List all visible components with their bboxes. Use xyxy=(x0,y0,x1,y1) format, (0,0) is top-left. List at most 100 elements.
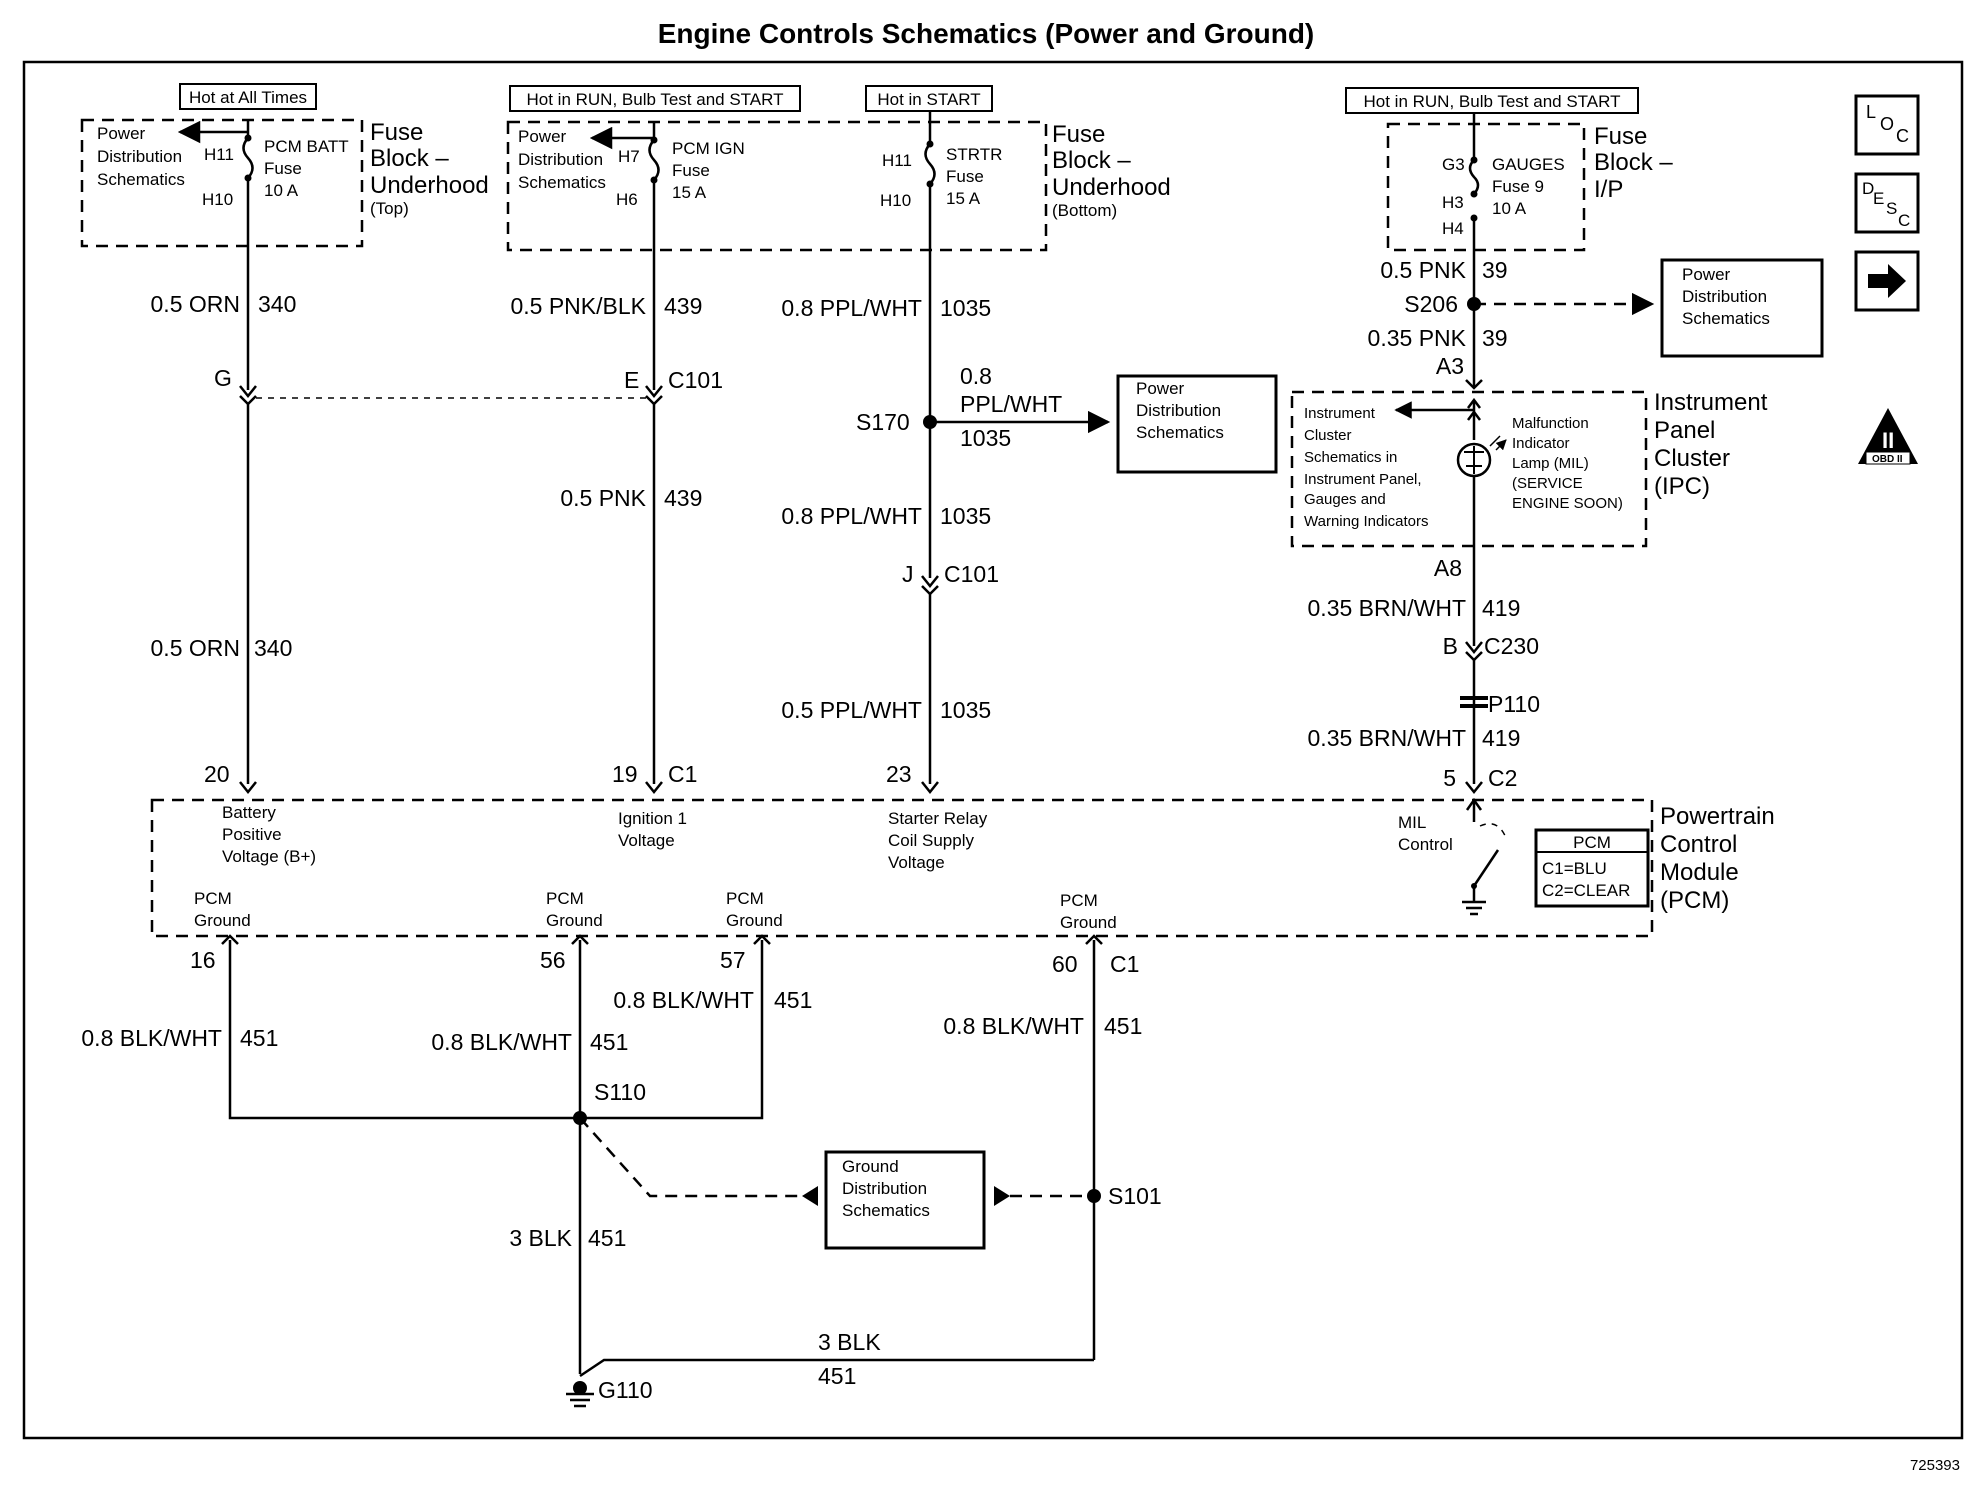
svg-text:A8: A8 xyxy=(1434,555,1462,581)
svg-text:3 BLK: 3 BLK xyxy=(509,1225,572,1251)
svg-text:H11: H11 xyxy=(204,145,234,164)
svg-text:340: 340 xyxy=(254,635,292,661)
svg-text:0.8 BLK/WHT: 0.8 BLK/WHT xyxy=(613,987,754,1013)
svg-text:B: B xyxy=(1443,633,1458,659)
svg-text:S110: S110 xyxy=(594,1079,646,1105)
svg-text:451: 451 xyxy=(818,1363,856,1389)
svg-text:E: E xyxy=(624,367,639,393)
svg-text:II: II xyxy=(1882,428,1894,453)
svg-text:39: 39 xyxy=(1482,325,1508,351)
svg-text:C2: C2 xyxy=(1488,765,1517,791)
svg-text:PPL/WHT: PPL/WHT xyxy=(960,391,1062,417)
svg-text:419: 419 xyxy=(1482,595,1520,621)
svg-text:56: 56 xyxy=(540,947,566,973)
svg-text:S: S xyxy=(1886,199,1897,218)
svg-text:19: 19 xyxy=(612,761,638,787)
desc-icon[interactable]: D E S C xyxy=(1854,172,1920,234)
svg-text:0.5 ORN: 0.5 ORN xyxy=(151,291,240,317)
page-title: Engine Controls Schematics (Power and Gr… xyxy=(657,18,1315,49)
obd-ii-icon: II OBD II xyxy=(1858,408,1918,465)
svg-text:H3: H3 xyxy=(1442,193,1464,212)
pdist-box-s206[interactable]: Power Distribution Schematics xyxy=(1660,258,1824,358)
svg-text:1035: 1035 xyxy=(960,425,1011,451)
svg-text:Power Distribution: Power Distribution Schematics xyxy=(1682,265,1772,328)
svg-text:5: 5 xyxy=(1443,765,1456,791)
diagram-frame xyxy=(22,60,1964,1440)
svg-text:16: 16 xyxy=(190,947,216,973)
svg-text:J: J xyxy=(902,561,914,587)
svg-text:C: C xyxy=(1896,126,1909,146)
svg-text:451: 451 xyxy=(774,987,812,1013)
svg-text:451: 451 xyxy=(240,1025,278,1051)
svg-text:C1: C1 xyxy=(1110,951,1139,977)
svg-text:H11: H11 xyxy=(882,151,912,170)
svg-text:0.8 BLK/WHT: 0.8 BLK/WHT xyxy=(943,1013,1084,1039)
svg-text:C101: C101 xyxy=(944,561,999,587)
svg-text:G: G xyxy=(214,365,232,391)
svg-text:0.35 PNK: 0.35 PNK xyxy=(1368,325,1467,351)
fuse-block-ip-title: Fuse Block – I/P xyxy=(1594,123,1679,203)
loc-icon[interactable]: L O C xyxy=(1854,94,1920,156)
fuse-block-bottom: Hot in RUN, Bulb Test and START Hot in S… xyxy=(506,85,1171,252)
svg-text:C: C xyxy=(1898,211,1910,230)
fuse-block-top: Hot at All Times Power Distribution Sche… xyxy=(80,83,489,248)
ipc-module: Instrument Cluster Schematics in Instrum… xyxy=(1290,389,1768,548)
svg-text:0.8 PPL/WHT: 0.8 PPL/WHT xyxy=(781,295,922,321)
pdist-box-s170[interactable]: Power Distribution Schematics xyxy=(1116,374,1278,474)
right-arrow-icon[interactable] xyxy=(1854,250,1920,312)
ground-dist-box[interactable]: Ground Distribution Schematics xyxy=(824,1150,986,1250)
svg-text:(Bottom): (Bottom) xyxy=(1052,201,1117,220)
pcm-legend xyxy=(1534,828,1650,908)
svg-text:0.8 BLK/WHT: 0.8 BLK/WHT xyxy=(81,1025,222,1051)
pcm-strtr-label: Starter Relay Coil Supply Voltage xyxy=(888,809,992,872)
svg-text:0.5 ORN: 0.5 ORN xyxy=(151,635,240,661)
svg-text:C101: C101 xyxy=(668,367,723,393)
svg-text:0.5 PPL/WHT: 0.5 PPL/WHT xyxy=(781,697,922,723)
pcm-ign-label: Ignition 1 Voltage xyxy=(618,809,692,850)
svg-text:C230: C230 xyxy=(1484,633,1539,659)
pcm-bplus-label: Battery Positive Voltage (B+) xyxy=(222,803,316,866)
fuse-block-bottom-title: Fuse Block – Underhood xyxy=(1052,121,1171,201)
svg-text:23: 23 xyxy=(886,761,912,787)
svg-text:D: D xyxy=(1862,179,1874,198)
svg-text:S170: S170 xyxy=(856,409,910,435)
svg-text:0.5 PNK/BLK: 0.5 PNK/BLK xyxy=(510,293,646,319)
hot-label-run-2: Hot in RUN, Bulb Test and START xyxy=(1364,92,1621,111)
fuse-block-ip: Hot in RUN, Bulb Test and START G3 H3 H4… xyxy=(1345,87,1679,252)
svg-text:1035: 1035 xyxy=(940,295,991,321)
svg-text:G110: G110 xyxy=(598,1377,653,1403)
svg-text:451: 451 xyxy=(1104,1013,1142,1039)
svg-text:Ground Distribution: Ground Distribution Schematics xyxy=(842,1157,932,1220)
svg-text:57: 57 xyxy=(720,947,746,973)
fuse-strtr: STRTR Fuse 15 A xyxy=(946,145,1007,208)
fuse-pcm-batt: PCM BATT Fuse 10 A xyxy=(264,137,353,200)
svg-text:Power Distribution: Power Distribution Schematics xyxy=(1136,379,1226,442)
hot-label-run: Hot in RUN, Bulb Test and START xyxy=(527,90,784,109)
pdist-label-2: Power Distribution Schematics xyxy=(518,127,608,192)
svg-text:60: 60 xyxy=(1052,951,1078,977)
svg-text:OBD II: OBD II xyxy=(1872,454,1903,465)
svg-text:C1: C1 xyxy=(668,761,697,787)
svg-text:H6: H6 xyxy=(616,190,638,209)
svg-text:1035: 1035 xyxy=(940,503,991,529)
svg-text:H10: H10 xyxy=(202,190,233,209)
svg-text:H10: H10 xyxy=(880,191,911,210)
pcm-mil-label: MIL Control xyxy=(1398,813,1453,854)
svg-text:0.8: 0.8 xyxy=(960,363,992,389)
svg-text:0.8 PPL/WHT: 0.8 PPL/WHT xyxy=(781,503,922,529)
pcm-title: Powertrain Control Module (PCM) xyxy=(1660,803,1781,914)
pcm-module: Battery Positive Voltage (B+) Ignition 1… xyxy=(150,797,1781,938)
ground-g110-icon xyxy=(566,1392,594,1408)
svg-text:419: 419 xyxy=(1482,725,1520,751)
svg-text:0.5 PNK: 0.5 PNK xyxy=(1380,257,1466,283)
svg-text:L: L xyxy=(1866,102,1876,122)
svg-text:S206: S206 xyxy=(1404,291,1458,317)
hot-label-always: Hot at All Times xyxy=(189,88,307,107)
pdist-label: Power Distribution Schematics xyxy=(97,124,187,189)
fuse-gauges: GAUGES Fuse 9 10 A xyxy=(1492,155,1569,218)
svg-text:H4: H4 xyxy=(1442,219,1464,238)
